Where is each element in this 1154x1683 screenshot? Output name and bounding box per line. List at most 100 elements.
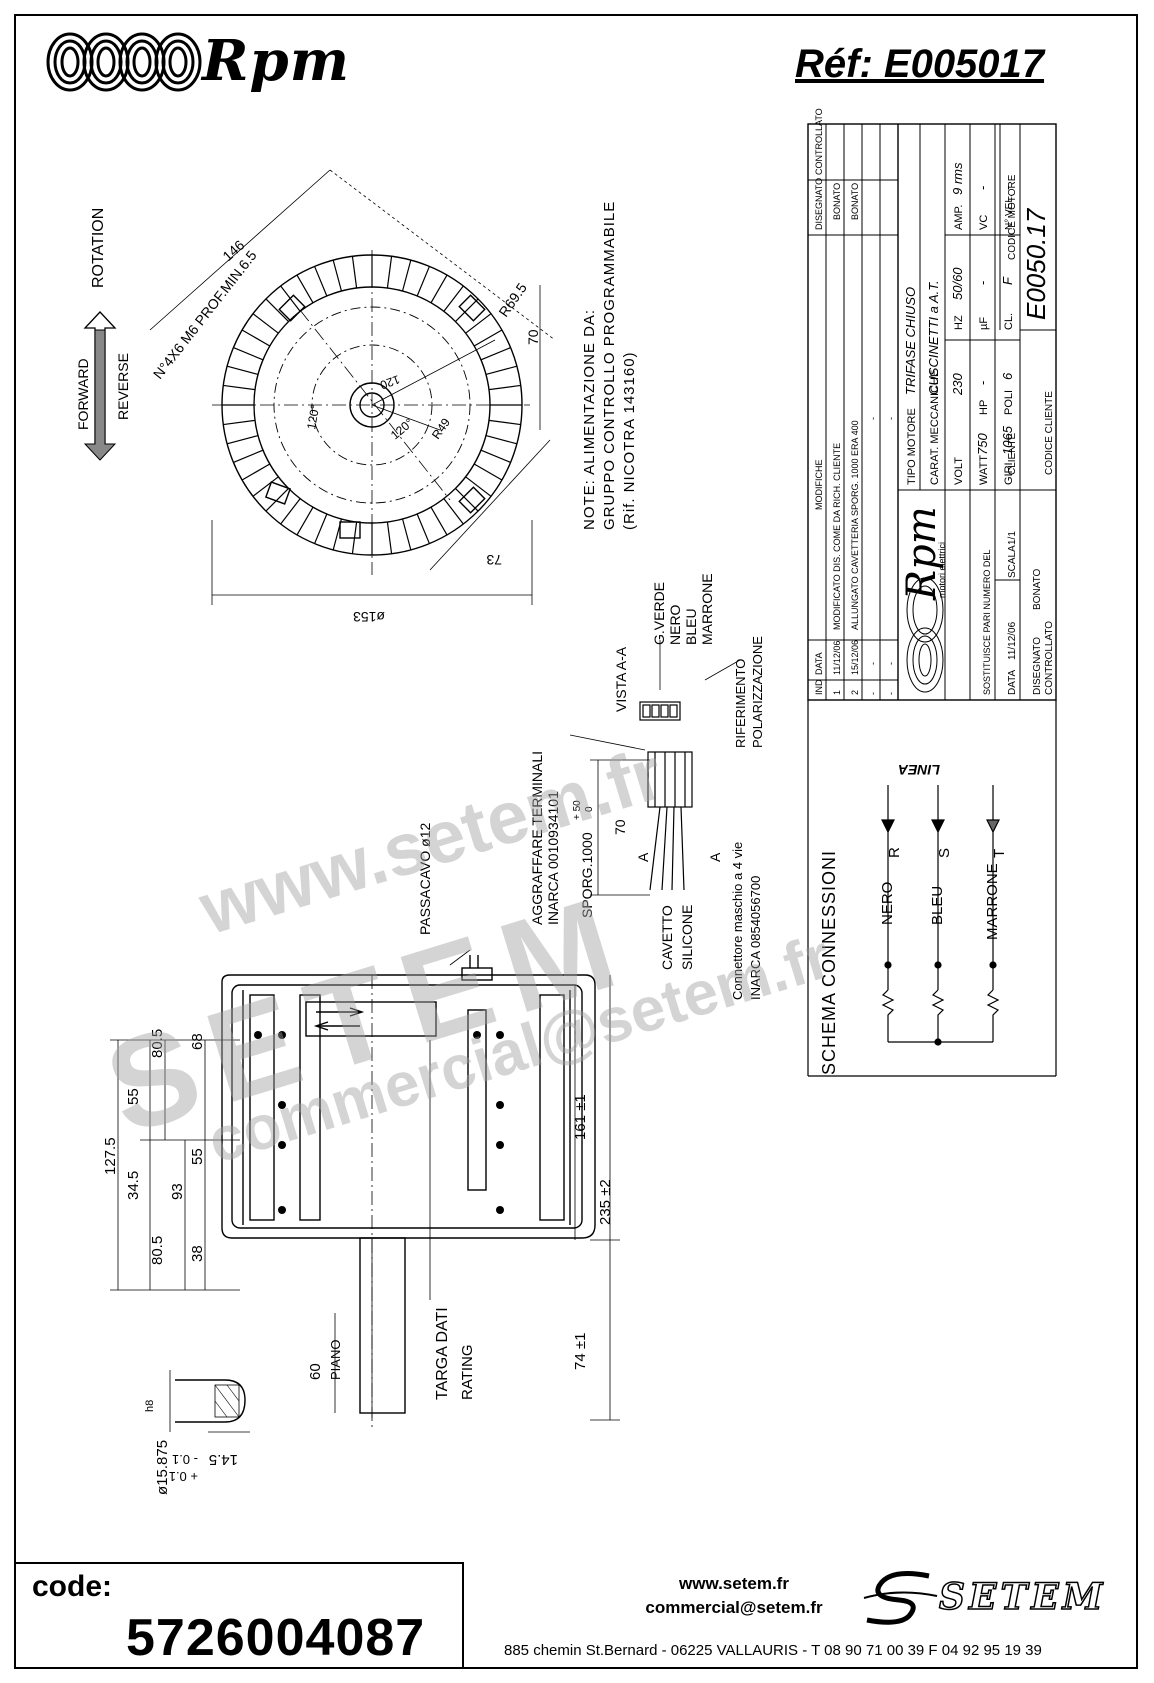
rpm-coils-icon [46,32,202,92]
tb-company: Rpm [899,506,945,601]
dim-73: 73 [486,552,502,568]
rev4-ind: - [886,692,896,695]
cooling-fin [485,365,518,376]
rev-hdr-data: DATA [814,652,824,675]
rating-label: RATING [459,1344,476,1400]
cooling-fin [455,488,479,512]
cl-value: F [1000,276,1015,285]
data-value: 11/12/06 [1007,621,1018,660]
sostituisce-value: - [979,556,993,560]
cooling-fin [416,266,430,297]
conn-dim-70: 70 [612,819,628,835]
contact-block: www.setem.fr commercial@setem.fr [574,1572,894,1620]
aggraffare-1: AGGRAFFARE TERMINALI [529,751,545,925]
passacavo-label: PASSACAVO ø12 [417,822,433,935]
dim-74: 74 ±1 [572,1333,589,1370]
title-block [807,123,1057,701]
hz-label: HZ [953,315,965,330]
rev3-ind: - [868,692,878,695]
dim-r49: R49 [429,415,453,441]
cooling-fin [386,521,393,554]
cooling-fin [443,498,464,525]
wire-label-marrone: MARRONE [984,863,1001,940]
cooling-fin [465,313,492,334]
cooling-fin [241,329,271,347]
vc-value: - [975,186,990,190]
rev2-mod: ALLUNGATO CAVETTERIA SPORG. 1000 ERA 400 [850,420,860,630]
wire-nero: NERO [667,604,683,645]
rev1-dis: BONATO [832,183,842,220]
code-label: code: [32,1570,113,1603]
piano-label: PIANO [328,1340,343,1380]
front-view-labels: 146 N°4X6 M6 PROF.MIN.6.5 R69.5 70 120 1… [150,237,541,625]
nvel-label: N° VEL. [1004,194,1015,230]
rotation-label: ROTATION [90,208,107,288]
volt-label: VOLT [953,457,965,485]
riferimento-2: POLARIZZAZIONE [750,636,765,748]
rev-hdr-mod: MODIFICHE [814,460,824,511]
hp-value: - [975,381,990,385]
side-view-labels: 80.5 68 55 55 127.5 34.5 93 80.5 38 161 … [102,1029,614,1495]
rev1-mod: MODIFICATO DIS. COME DA RICH. CLIENTE [832,443,842,630]
rev2-dis: BONATO [850,183,860,220]
cooling-fin [401,259,412,292]
cooling-fin [314,513,328,544]
cooling-fin [465,476,492,497]
setem-swoosh-icon [863,1571,938,1625]
tol-plus: + 0.1 [169,1469,198,1484]
dim-805-b: 80.5 [149,1236,166,1265]
setem-logo: SETEM [859,1568,1119,1628]
wire-label-nero: NERO [879,882,896,925]
cooling-fin [480,449,511,463]
tol-minus: - 0.1 [172,1452,198,1467]
dim-161: 161 ±1 [572,1094,589,1140]
cooling-fin [252,313,279,334]
cooling-fin [226,434,259,445]
carat-value: CUSCINETTI a A.T. [926,280,941,395]
email-link[interactable]: commercial@setem.fr [645,1598,823,1617]
tb-company-sub: motori elettrici [937,542,947,598]
footer: code: 5726004087 www.setem.fr commercial… [14,1562,1138,1669]
cooling-fin [314,266,328,297]
dim-235: 235 ±2 [597,1179,614,1225]
note-line3: (Rif. NICOTRA 143160) [621,351,638,530]
connettore-2: INARCA 0854056700 [748,876,763,1000]
forward-label: FORWARD [75,358,91,430]
website-link[interactable]: www.setem.fr [679,1574,789,1593]
cooling-fin [455,298,479,322]
disegnato-label: DISEGNATO [1032,637,1043,695]
dim-68: 68 [189,1033,206,1050]
volt-value: 230 [950,373,965,396]
dim-345: 34.5 [125,1171,142,1200]
scheme-title: SCHEMA CONNESSIONI [819,850,839,1075]
rev1-data: 11/12/06 [832,641,842,675]
section-a2: A [707,852,723,862]
cooling-fin [480,347,511,361]
wire-label-bleu: BLEU [929,886,946,925]
phase-s: S [936,848,953,858]
cooling-fin [401,518,412,551]
scala-label: SCALA [1007,545,1018,578]
cooling-fin [488,384,521,391]
address-line: 885 chemin St.Bernard - 06225 VALLAURIS … [504,1642,1042,1659]
side-view [110,955,620,1433]
amp-label: AMP. [953,205,965,230]
wire-bleu: BLEU [683,608,699,645]
hp-label: HP [978,400,990,415]
sporg-tol-zero: 0 [584,806,595,812]
connection-scheme [881,785,1000,1046]
cooling-fin [252,476,279,497]
connector-labels: VISTA A-A G.VERDE NERO BLEU MARRONE RIFE… [417,573,765,1000]
vc-label: VC [978,215,990,230]
connector-detail [449,640,741,966]
wire-marrone: MARRONE [699,573,715,645]
cooling-fin [296,506,314,536]
nvel-value: - [1000,186,1015,190]
codice-cliente-label: CODICE CLIENTE [1044,391,1055,475]
dim-70-front: 70 [525,329,541,345]
phase-t: T [991,849,1008,858]
cooling-fin [223,419,256,426]
controllato-label: CONTROLLATO [1044,621,1055,695]
watt-value: 750 [975,433,990,455]
cooling-fin [488,419,521,426]
